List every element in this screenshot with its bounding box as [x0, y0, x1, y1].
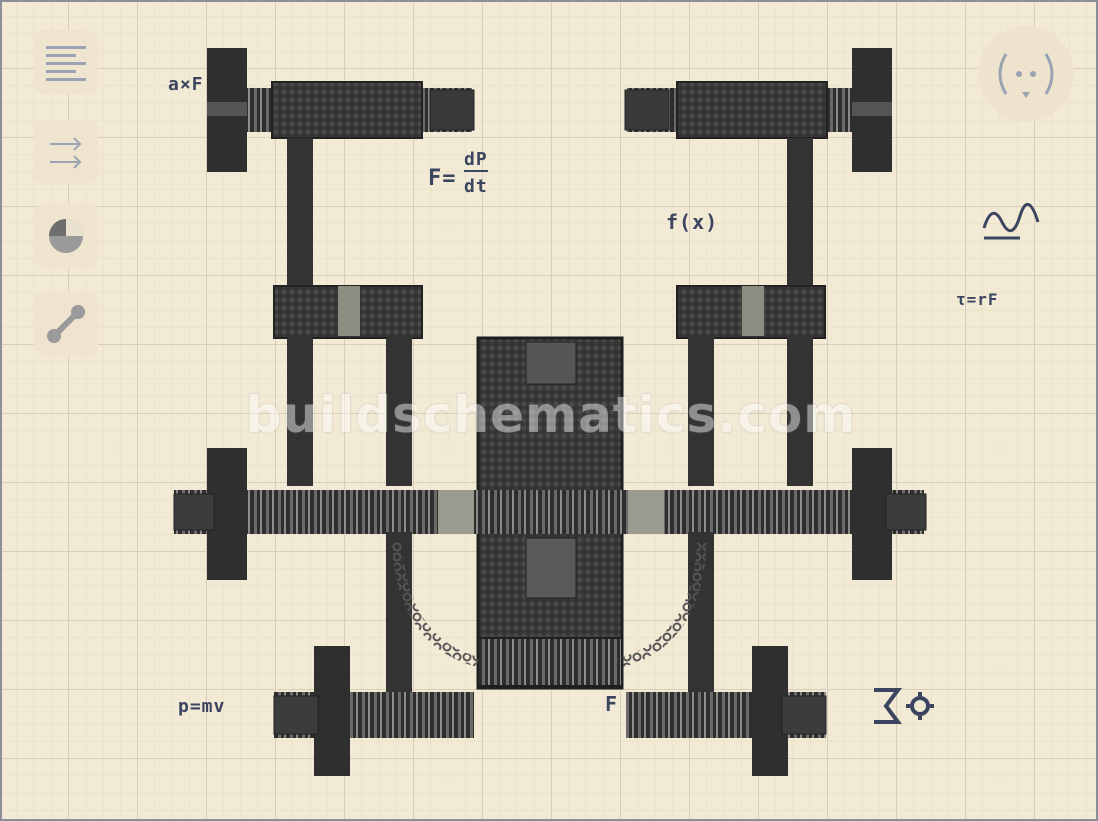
sum-gear-icon	[874, 688, 934, 724]
sum-gear-tool-button[interactable]	[868, 682, 938, 736]
list-icon	[46, 46, 86, 81]
formula-force: F	[605, 692, 619, 716]
upper-left-arm	[207, 48, 475, 486]
middle-axle	[173, 448, 927, 580]
formula-function: f(x)	[666, 210, 719, 234]
formula-force-denominator: dt	[464, 176, 488, 197]
arrows-tool-button[interactable]	[34, 120, 98, 184]
upper-right-arm	[624, 48, 892, 486]
arrows-icon	[50, 137, 82, 169]
color-tool-button[interactable]	[34, 204, 98, 268]
rotate-view-icon	[998, 53, 1054, 98]
waveform-tool-button[interactable]	[980, 198, 1042, 252]
color-pie-icon	[49, 219, 83, 253]
formula-accel: a×F	[168, 74, 204, 95]
lower-legs	[273, 532, 827, 776]
waveform-icon	[982, 203, 1040, 240]
list-tool-button[interactable]	[34, 30, 98, 94]
formula-torque: τ=rF	[956, 290, 999, 309]
connector-icon	[47, 305, 85, 343]
rotate-view-button[interactable]	[978, 26, 1074, 122]
formula-force-numerator: dP	[464, 149, 488, 172]
formula-force-lhs: F=	[428, 166, 457, 191]
formula-momentum: p=mv	[178, 696, 226, 717]
connector-tool-button[interactable]	[34, 292, 98, 356]
